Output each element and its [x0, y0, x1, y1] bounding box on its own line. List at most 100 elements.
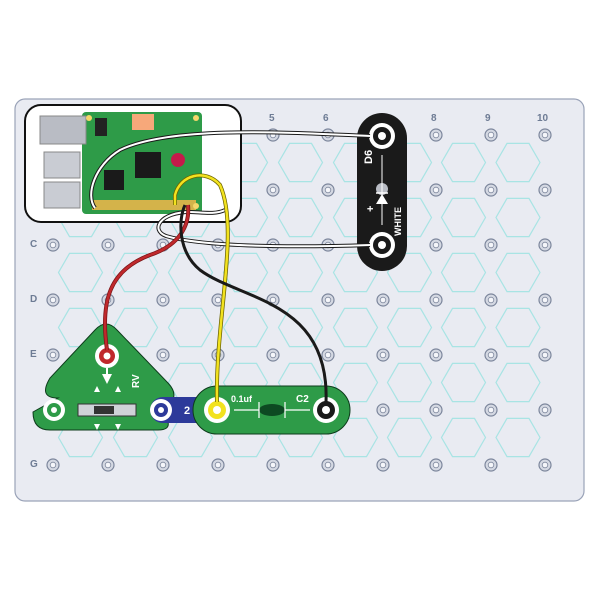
snap-peg — [538, 128, 552, 142]
wires — [89, 130, 371, 403]
hex-cell — [386, 252, 433, 293]
snap-peg — [429, 403, 443, 417]
capacitor-value: 0.1uf — [231, 394, 253, 404]
snap-peg — [484, 128, 498, 142]
pi-cpu-chip — [135, 152, 161, 178]
hex-cell — [277, 197, 324, 238]
hex-cell — [277, 252, 324, 293]
hex-cell — [332, 362, 379, 403]
snap-peg — [46, 238, 60, 252]
column-label-8: 8 — [431, 113, 437, 124]
hex-cell — [332, 417, 379, 458]
pi-usb-ports — [39, 115, 87, 145]
column-label-10: 10 — [537, 113, 549, 124]
hex-cell — [277, 142, 324, 183]
pi-gpio-header — [92, 200, 196, 210]
hex-cell — [277, 307, 324, 348]
snap-peg — [266, 183, 280, 197]
snap-peg — [538, 238, 552, 252]
pi-usb-port-2 — [43, 181, 81, 209]
led-d6[interactable]: D6 WHITE + — [357, 113, 407, 271]
hex-cell — [440, 142, 487, 183]
snap-peg — [46, 458, 60, 472]
snap-peg — [321, 348, 335, 362]
snap-peg — [429, 238, 443, 252]
hex-cell — [440, 252, 487, 293]
hex-cell — [495, 417, 541, 458]
black-wire — [179, 204, 328, 403]
arrow-down-icon — [102, 374, 112, 384]
column-label-9: 9 — [485, 113, 491, 124]
column-label-6: 6 — [323, 113, 329, 124]
snap-peg — [484, 348, 498, 362]
led-name: D6 — [363, 150, 375, 164]
snap-peg — [156, 458, 170, 472]
hex-cell — [495, 142, 541, 183]
jumper-label: 2 — [184, 405, 190, 417]
snap-peg — [101, 238, 115, 252]
hex-cell — [495, 362, 541, 403]
snap-peg — [321, 183, 335, 197]
snap-peg — [484, 458, 498, 472]
snap-peg — [266, 348, 280, 362]
snap-peg — [376, 458, 390, 472]
snap-peg — [156, 348, 170, 362]
snap-peg — [376, 403, 390, 417]
snap-peg — [538, 348, 552, 362]
capacitor-c2[interactable]: 0.1uf C2 — [192, 385, 351, 435]
snap-peg — [484, 293, 498, 307]
raspberry-pi — [24, 104, 242, 223]
snap-peg — [429, 183, 443, 197]
snap-peg — [321, 293, 335, 307]
snap-peg — [538, 458, 552, 472]
snap-peg — [538, 183, 552, 197]
snap-peg — [156, 293, 170, 307]
snap-peg — [538, 403, 552, 417]
snap-peg — [429, 293, 443, 307]
row-label-g: G — [30, 459, 38, 470]
hex-cell — [167, 252, 214, 293]
snap-peg — [538, 293, 552, 307]
rv-name: RV — [131, 374, 142, 388]
snap-peg — [376, 348, 390, 362]
snap-peg — [484, 238, 498, 252]
raspberry-logo-icon — [171, 153, 185, 167]
snap-peg — [321, 458, 335, 472]
pi-usb-port-1 — [43, 151, 81, 179]
hex-cell — [167, 307, 214, 348]
hex-cell — [386, 307, 433, 348]
snap-peg — [101, 458, 115, 472]
slider-knob — [94, 406, 114, 414]
snap-peg — [46, 348, 60, 362]
snap-peg — [484, 403, 498, 417]
potentiometer-rv[interactable]: RV — [32, 323, 175, 431]
pi-chip — [104, 170, 124, 190]
row-label-e: E — [30, 349, 37, 360]
hex-cell — [222, 307, 269, 348]
pi-audio-jack — [95, 118, 107, 136]
capacitor-name: C2 — [296, 394, 309, 405]
hex-cell — [57, 252, 104, 293]
hex-cell — [440, 417, 487, 458]
snap-peg — [429, 128, 443, 142]
snap-peg — [266, 458, 280, 472]
snap-peg — [484, 183, 498, 197]
snap-peg — [376, 293, 390, 307]
hex-cell — [440, 307, 487, 348]
snap-peg — [46, 293, 60, 307]
snap-peg — [429, 458, 443, 472]
hex-cell — [495, 307, 541, 348]
row-label-c: C — [30, 239, 37, 250]
hex-cell — [386, 362, 433, 403]
column-label-5: 5 — [269, 113, 275, 124]
row-label-d: D — [30, 294, 37, 305]
hex-cell — [386, 417, 433, 458]
led-plus: + — [365, 206, 377, 212]
pi-camera-connector — [132, 114, 154, 130]
hex-cell — [440, 197, 487, 238]
hex-cell — [332, 307, 379, 348]
hex-cell — [495, 197, 541, 238]
snap-peg — [429, 348, 443, 362]
capacitor-body-icon — [259, 404, 285, 416]
